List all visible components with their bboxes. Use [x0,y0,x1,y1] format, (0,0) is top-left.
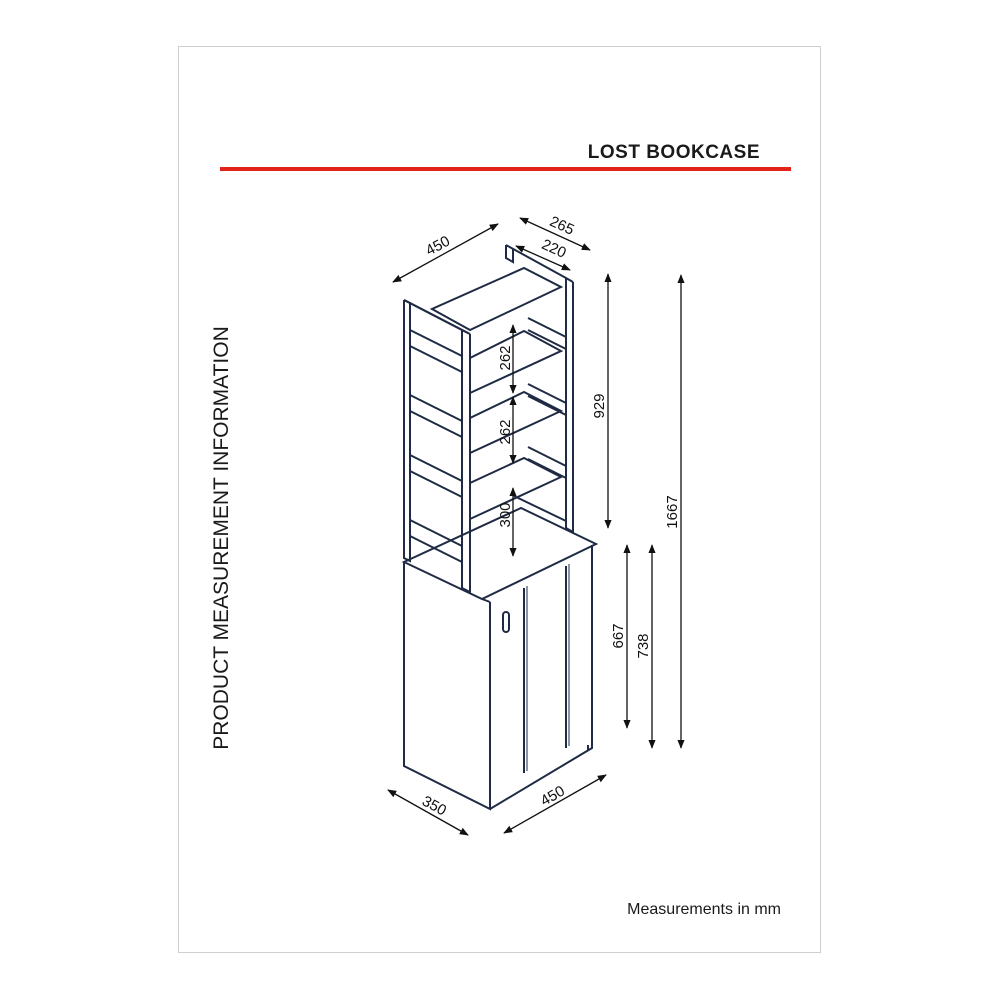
dim-top-depth-outer: 265 [547,213,577,239]
dim-base-width: 450 [538,782,568,809]
door-handle-icon [502,611,510,633]
title-underline [220,167,791,171]
shelf-unit [403,244,574,594]
cabinet [401,506,599,811]
dim-shelf-gap-1: 262 [497,345,514,370]
product-title: LOST BOOKCASE [587,142,760,163]
dim-shelf-gap-3: 300 [497,502,514,527]
dim-total-height: 1667 [664,495,681,528]
dim-shelf-gap-2: 262 [497,419,514,444]
dim-cabinet-height-inner: 667 [610,623,627,648]
dim-cabinet-height: 738 [635,633,652,658]
dim-base-depth: 350 [419,793,449,820]
dim-top-width: 450 [423,233,453,260]
dim-top-section-height: 929 [591,393,608,418]
units-note: Measurements in mm [627,901,781,918]
page-frame [178,46,821,953]
